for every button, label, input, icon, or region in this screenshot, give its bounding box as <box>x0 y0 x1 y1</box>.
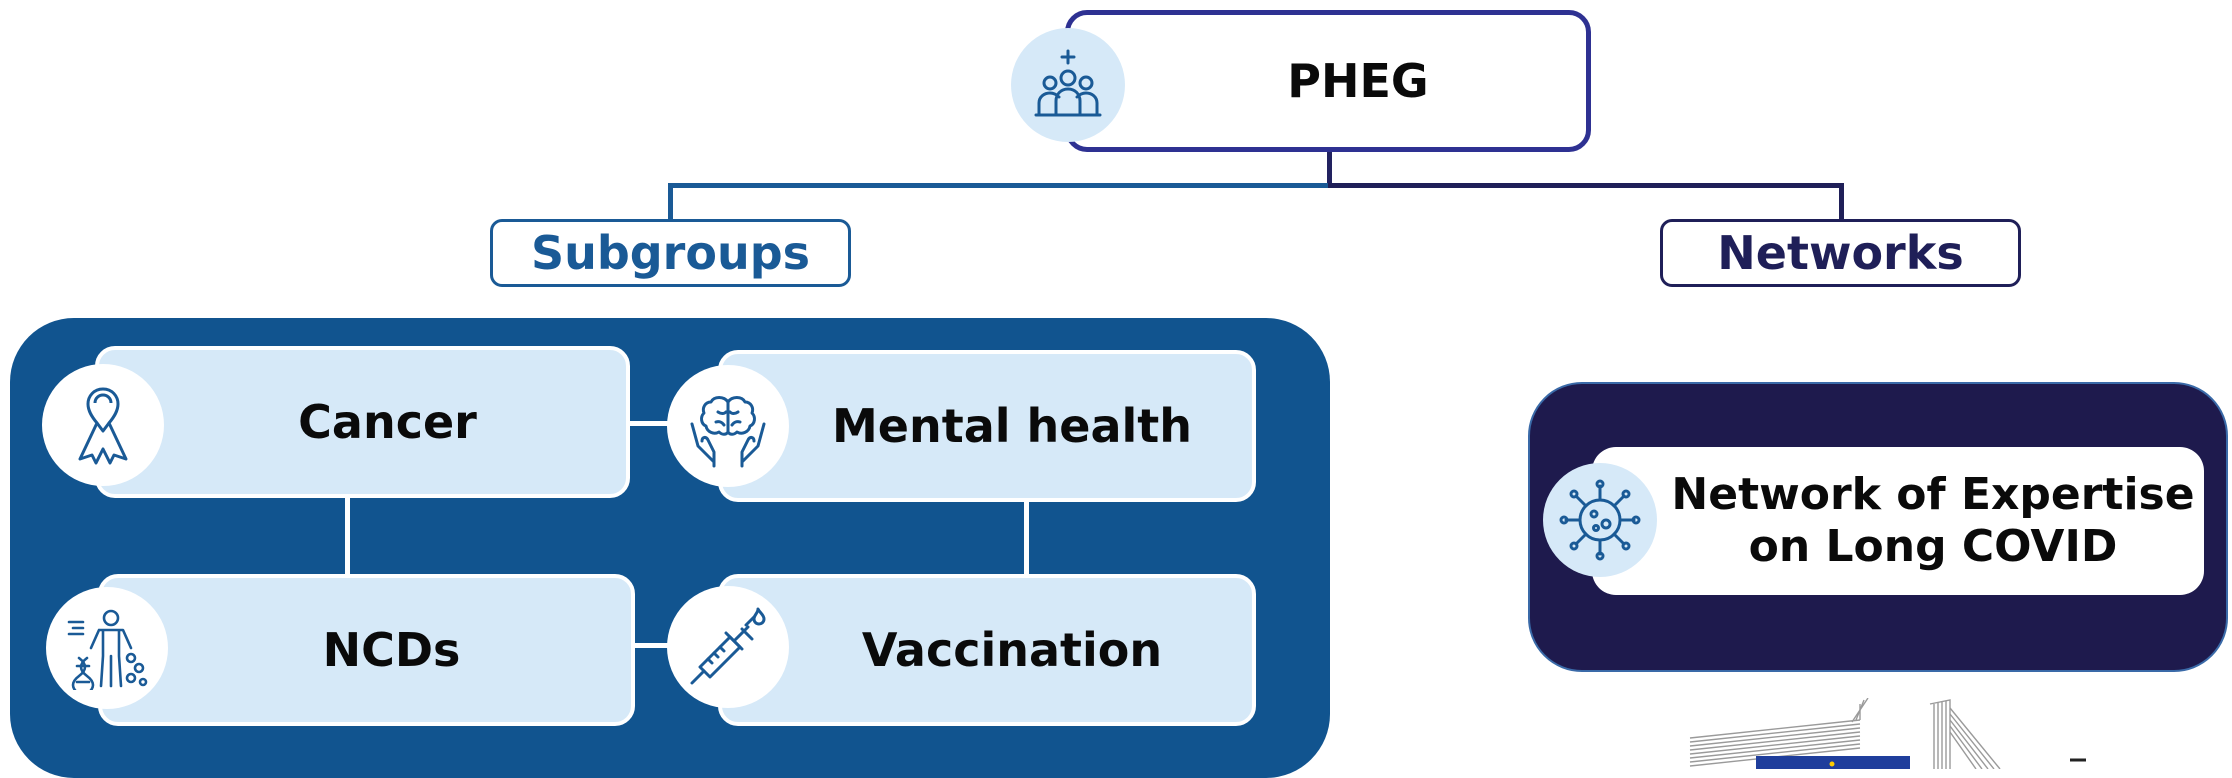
connector-to-networks <box>1839 183 1844 221</box>
subgroup-vaccination-label: Vaccination <box>861 623 1163 677</box>
syringe-icon <box>667 586 789 708</box>
network-long-covid: Network of Expertise on Long COVID <box>1592 447 2204 595</box>
connector-mental-vaccination <box>1024 498 1029 576</box>
subgroup-vaccination: Vaccination <box>718 574 1256 726</box>
subgroup-cancer: Cancer <box>95 346 630 498</box>
connector-to-subgroups <box>668 183 673 221</box>
subgroup-mental-health: Mental health <box>718 350 1256 502</box>
pheg-box: PHEG <box>1065 10 1591 152</box>
european-commission-logo <box>1680 698 2110 769</box>
pheg-label: PHEG <box>1287 54 1429 108</box>
subgroup-cancer-label: Cancer <box>298 395 477 449</box>
subgroup-ncds-label: NCDs <box>322 623 461 677</box>
people-medical-icon <box>1011 28 1125 142</box>
connector-horizontal-left <box>668 183 1330 188</box>
subgroups-header: Subgroups <box>490 219 851 287</box>
brain-hands-icon <box>667 365 789 487</box>
subgroups-label: Subgroups <box>530 226 811 280</box>
connector-cancer-ncds <box>345 496 350 576</box>
connector-ncds-vaccination <box>630 643 675 648</box>
connector-cancer-mental <box>625 421 675 426</box>
human-figure-dna-icon <box>46 587 168 709</box>
network-long-covid-label-line1: Network of Expertise <box>1671 469 2195 520</box>
networks-label: Networks <box>1717 226 1964 280</box>
awareness-ribbon-icon <box>42 364 164 486</box>
networks-header: Networks <box>1660 219 2021 287</box>
subgroup-mental-health-label: Mental health <box>831 399 1193 453</box>
connector-pheg-down <box>1327 152 1332 186</box>
connector-horizontal-right <box>1328 183 1844 188</box>
virus-icon <box>1543 463 1657 577</box>
subgroup-ncds: NCDs <box>98 574 635 726</box>
network-long-covid-label-line2: on Long COVID <box>1748 521 2118 572</box>
